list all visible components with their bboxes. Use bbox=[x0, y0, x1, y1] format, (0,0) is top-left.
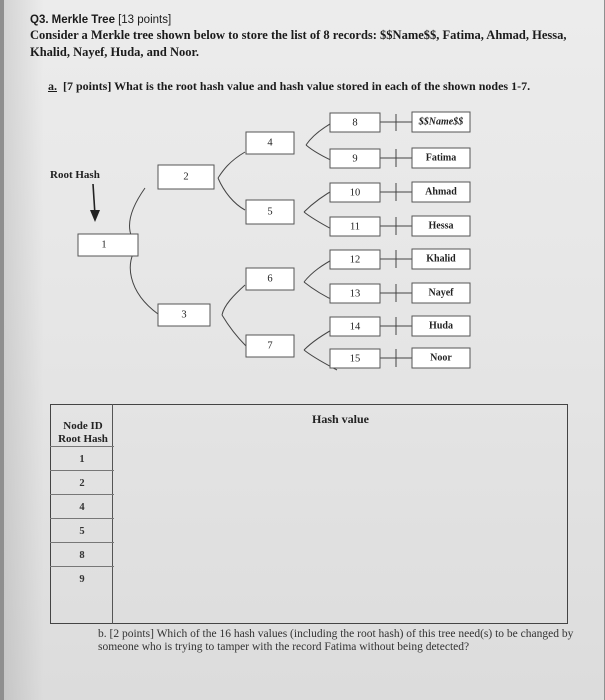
table-row-node-2: 2 bbox=[79, 478, 85, 489]
node-4-label: 4 bbox=[267, 137, 273, 148]
root-hash-header-text: Root Hash bbox=[58, 433, 108, 445]
part-a-label: a. bbox=[48, 79, 57, 93]
table-row-divider bbox=[50, 518, 114, 519]
table-column-divider bbox=[112, 404, 113, 624]
table-row-divider bbox=[50, 494, 114, 495]
record-fatima-label: Fatima bbox=[426, 152, 457, 163]
table-row-divider bbox=[50, 566, 114, 567]
leaf-12-box bbox=[329, 249, 381, 270]
node-5-box bbox=[245, 199, 295, 225]
table-row-node-8: 8 bbox=[79, 550, 85, 561]
table-row-divider bbox=[50, 542, 114, 543]
record-8-box bbox=[411, 347, 471, 369]
node-1-label: 1 bbox=[101, 239, 106, 250]
record-noor-label: Noor bbox=[430, 352, 452, 363]
table-row-node-9: 9 bbox=[79, 574, 85, 585]
record-1-box bbox=[411, 111, 471, 133]
part-b-question: b. [2 points] Which of the 16 hash value… bbox=[98, 628, 578, 654]
record-nayef-label: Nayef bbox=[429, 287, 455, 298]
record-hessa-label: Hessa bbox=[429, 220, 454, 231]
leaf-15-box bbox=[329, 348, 381, 369]
record-ahmad-label: Ahmad bbox=[425, 186, 457, 197]
node-7-box bbox=[245, 334, 295, 358]
table-row-node-1: 1 bbox=[79, 454, 85, 465]
node-4-box bbox=[245, 131, 295, 155]
hash-value-header: Hash value bbox=[312, 412, 370, 426]
leaf-14-label: 14 bbox=[350, 321, 361, 332]
leaf-9-label: 9 bbox=[352, 153, 357, 164]
question-points: [13 points] bbox=[118, 14, 172, 26]
record-7-box bbox=[411, 315, 471, 337]
record-huda-label: Huda bbox=[429, 320, 453, 331]
leaf-13-box bbox=[329, 283, 381, 304]
question-line-2: Khalid, Nayef, Huda, and Noor. bbox=[30, 45, 200, 59]
node-1-box bbox=[77, 233, 139, 257]
part-a-question: a. [7 points] What is the root hash valu… bbox=[48, 79, 530, 94]
table-row-node-5: 5 bbox=[79, 526, 85, 537]
question-topic: Merkle Tree bbox=[51, 14, 115, 26]
root-hash-label: Root Hash bbox=[50, 169, 100, 181]
record-name-label: $$Name$$ bbox=[418, 116, 463, 127]
record-2-box bbox=[411, 147, 471, 169]
table-row-divider bbox=[50, 470, 114, 471]
question-number: Q3. bbox=[30, 14, 49, 26]
node-6-box bbox=[245, 267, 295, 291]
node-2-label: 2 bbox=[183, 171, 188, 182]
leaf-11-box bbox=[329, 216, 381, 237]
table-row-divider bbox=[50, 446, 114, 447]
node-2-box bbox=[157, 164, 215, 190]
part-b-text: [2 points] Which of the 16 hash values (… bbox=[98, 628, 574, 653]
leaf-12-label: 12 bbox=[350, 254, 361, 265]
node-3-label: 3 bbox=[181, 309, 186, 320]
node-3-box bbox=[157, 303, 211, 327]
leaf-9-box bbox=[329, 148, 381, 169]
leaf-10-box bbox=[329, 182, 381, 203]
leaf-8-label: 8 bbox=[352, 117, 357, 128]
question-line-1: Consider a Merkle tree shown below to st… bbox=[30, 28, 567, 42]
record-6-box bbox=[411, 282, 471, 304]
leaf-11-label: 11 bbox=[350, 221, 360, 232]
leaf-8-box bbox=[329, 112, 381, 133]
record-khalid-label: Khalid bbox=[426, 253, 456, 264]
part-a-text: [7 points] What is the root hash value a… bbox=[63, 79, 531, 93]
node-id-header-text: Node ID bbox=[63, 420, 103, 432]
leaf-10-label: 10 bbox=[350, 187, 361, 198]
leaf-13-label: 13 bbox=[350, 288, 361, 299]
table-row-node-4: 4 bbox=[79, 502, 85, 513]
node-5-label: 5 bbox=[267, 206, 272, 217]
leaf-15-label: 15 bbox=[350, 353, 361, 364]
answer-table bbox=[50, 404, 568, 624]
record-4-box bbox=[411, 215, 471, 237]
record-3-box bbox=[411, 181, 471, 203]
node-id-header: Node ID Root Hash bbox=[52, 420, 114, 446]
node-7-label: 7 bbox=[267, 340, 272, 351]
record-5-box bbox=[411, 248, 471, 270]
question-title: Q3. Merkle Tree [13 points] bbox=[30, 12, 171, 27]
part-b-label: b. bbox=[98, 628, 107, 640]
leaf-14-box bbox=[329, 316, 381, 337]
node-6-label: 6 bbox=[267, 273, 272, 284]
